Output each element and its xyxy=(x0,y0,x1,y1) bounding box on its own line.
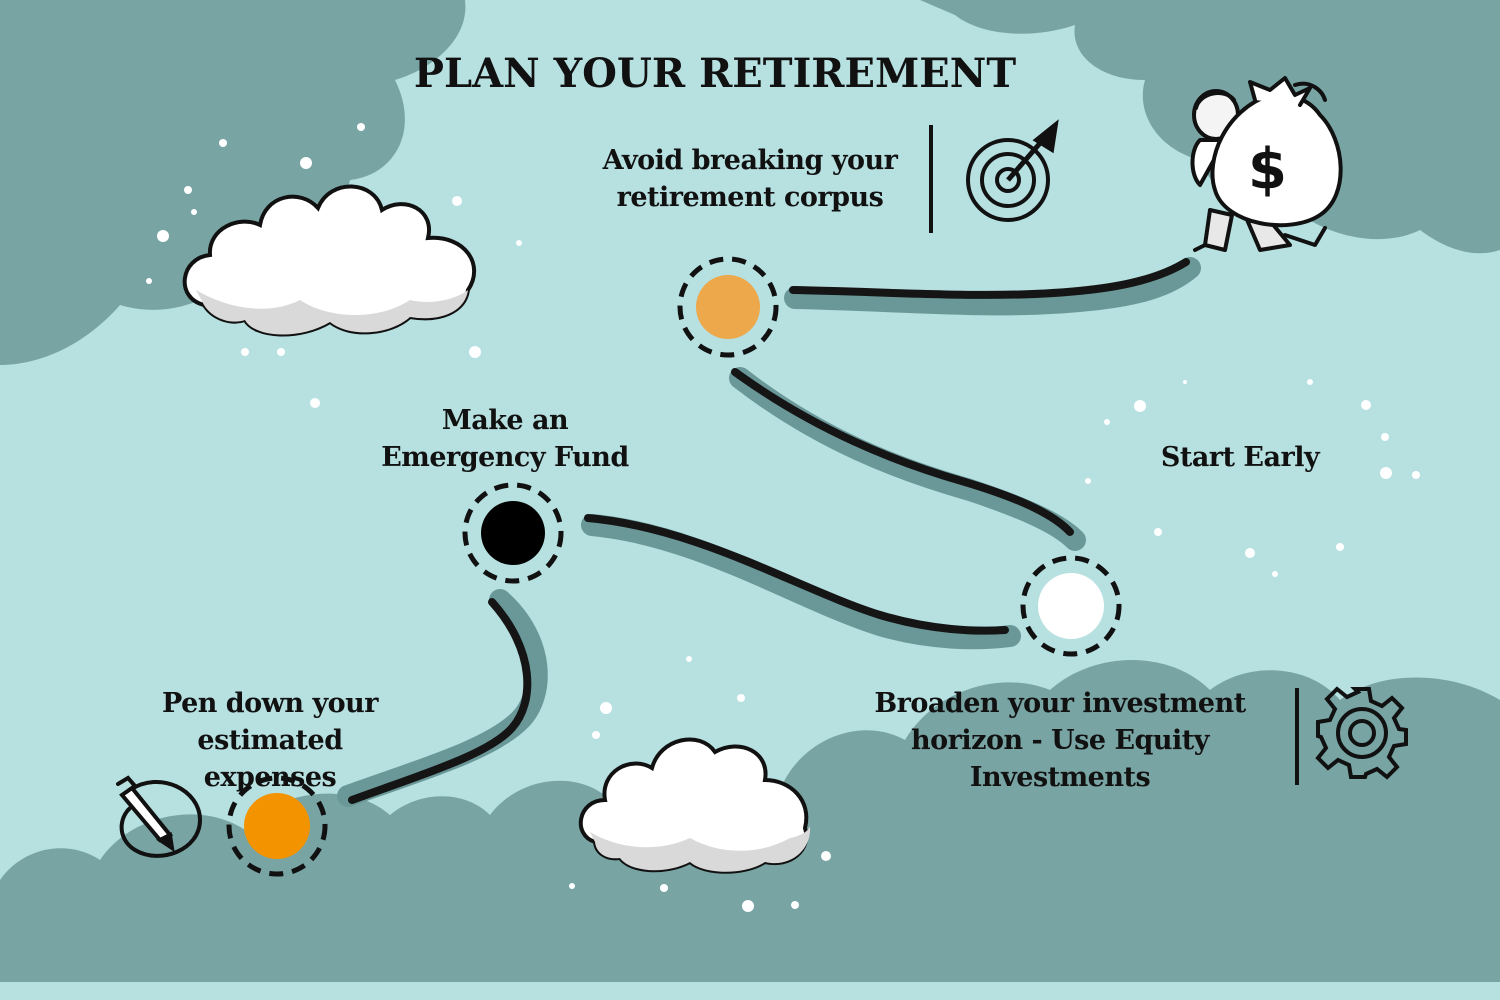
step-label-emergency-fund: Make an Emergency Fund xyxy=(381,405,629,473)
step-label-broaden-horizon: Broaden your investment horizon - Use Eq… xyxy=(874,688,1246,793)
white-cloud-top-left xyxy=(182,184,477,337)
page-title: PLAN YOUR RETIREMENT xyxy=(413,50,1017,97)
road-path xyxy=(348,258,1190,804)
bottom-strip xyxy=(0,982,1500,1000)
marker-avoid-breaking xyxy=(677,256,779,358)
step-label-avoid-breaking: Avoid breaking your retirement corpus xyxy=(602,145,898,213)
snow-dots xyxy=(146,123,1420,912)
marker-pen-down xyxy=(226,775,328,877)
svg-text:$: $ xyxy=(1248,137,1287,202)
marker-broaden-horizon xyxy=(1020,555,1122,657)
marker-emergency-fund xyxy=(462,482,564,584)
target-icon xyxy=(966,119,1059,222)
pencil-icon xyxy=(116,775,203,858)
step-label-start-early: Start Early xyxy=(1160,442,1320,473)
white-cloud-bottom-center xyxy=(578,737,811,874)
step-label-pen-down: Pen down your estimated expenses xyxy=(162,688,379,793)
money-bag-icon: $ xyxy=(1190,76,1343,252)
gear-icon xyxy=(1315,686,1408,780)
